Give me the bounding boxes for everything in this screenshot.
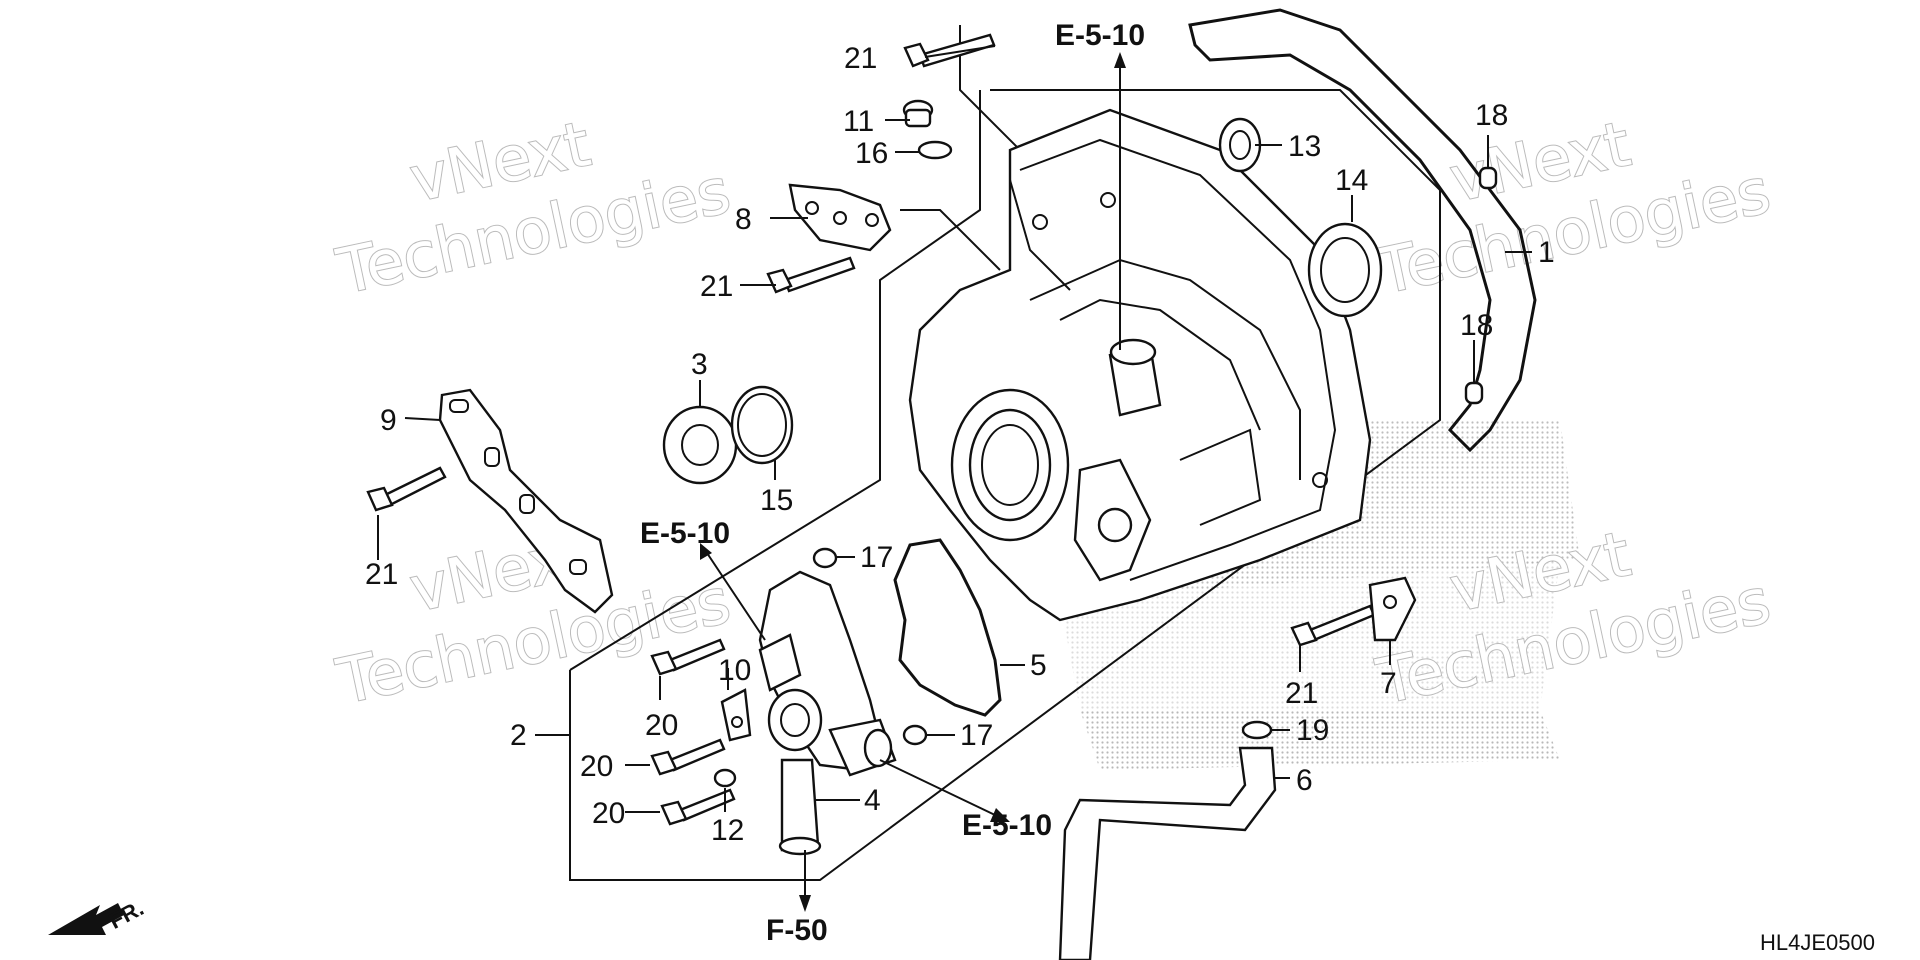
part-8-bracket (788, 183, 892, 252)
part-12-washer (713, 768, 737, 788)
part-16-washer (917, 140, 953, 160)
reference-labels[interactable]: E-5-10 E-5-10 E-5-10 F-50 (640, 19, 1145, 947)
callout-21: 21 (700, 270, 733, 303)
part-3-cap (662, 405, 738, 485)
reference-link-e-5-10-bottom[interactable]: E-5-10 (962, 809, 1052, 842)
bolt-20-c (660, 788, 736, 826)
callout-15: 15 (760, 484, 793, 517)
callout-2: 2 (510, 719, 527, 752)
callout-21: 21 (844, 42, 877, 75)
bolt-21-left (366, 466, 447, 512)
callout-10: 10 (718, 654, 751, 687)
part-19-clamp (1241, 720, 1273, 740)
watermark-bottom-right: vNext Technologies (1369, 516, 1777, 719)
callout-labels: 21 11 16 8 21 3 15 9 21 13 14 18 18 1 17… (365, 42, 1555, 847)
callout-17: 17 (860, 541, 893, 574)
bolt-20-a (650, 638, 726, 676)
callout-5: 5 (1030, 649, 1047, 682)
callout-18: 18 (1460, 309, 1493, 342)
callout-20: 20 (592, 797, 625, 830)
front-direction-label: FR. (105, 895, 148, 934)
part-4-pipe (778, 758, 822, 856)
callout-4: 4 (864, 784, 881, 817)
leader-lines (377, 45, 1532, 813)
callout-1: 1 (1538, 236, 1555, 269)
bolt-21-mid (766, 256, 856, 294)
callout-14: 14 (1335, 164, 1368, 197)
front-direction-indicator: FR. (48, 895, 148, 935)
diagram-code: HL4JE0500 (1760, 930, 1875, 955)
watermark-top-right: vNext Technologies (1369, 106, 1777, 309)
watermark-top-left: vNext Technologies (329, 106, 737, 309)
part-2-water-pump (758, 570, 897, 777)
part-9-bracket (438, 388, 614, 614)
callout-21: 21 (365, 558, 398, 591)
callout-11: 11 (843, 105, 874, 138)
reference-link-e-5-10-left[interactable]: E-5-10 (640, 517, 730, 550)
front-arrow-icon (48, 903, 124, 935)
callout-7: 7 (1380, 667, 1397, 700)
callout-12: 12 (711, 814, 744, 847)
reference-link-e-5-10-top[interactable]: E-5-10 (1055, 19, 1145, 52)
part-13-bearing (1218, 117, 1262, 173)
part-7-bracket (1368, 576, 1417, 642)
part-18-dowel-pin (1464, 166, 1498, 405)
callout-19: 19 (1296, 714, 1329, 747)
reference-arrows (700, 52, 1126, 912)
bolt-21-top (903, 33, 996, 68)
callout-21: 21 (1285, 677, 1318, 710)
part-1-gasket (1188, 8, 1537, 453)
callout-6: 6 (1296, 764, 1313, 797)
callout-3: 3 (691, 348, 708, 381)
reference-link-f-50[interactable]: F-50 (766, 914, 828, 947)
part-11-plug (902, 99, 934, 128)
cover-assembly (908, 108, 1372, 622)
part-14-oil-seal (1307, 222, 1383, 318)
callout-16: 16 (855, 137, 888, 170)
part-15-o-ring (730, 385, 794, 465)
callout-17: 17 (960, 719, 993, 752)
callout-20: 20 (580, 750, 613, 783)
callout-20: 20 (645, 709, 678, 742)
callout-13: 13 (1288, 130, 1321, 163)
part-5-gasket (893, 538, 1002, 717)
callout-9: 9 (380, 404, 397, 437)
callout-18: 18 (1475, 99, 1508, 132)
part-6-hose (1058, 746, 1277, 960)
assembly-outline (569, 25, 1441, 881)
bolt-20-b (650, 738, 726, 776)
part-10-stay (720, 688, 752, 742)
callout-8: 8 (735, 203, 752, 236)
